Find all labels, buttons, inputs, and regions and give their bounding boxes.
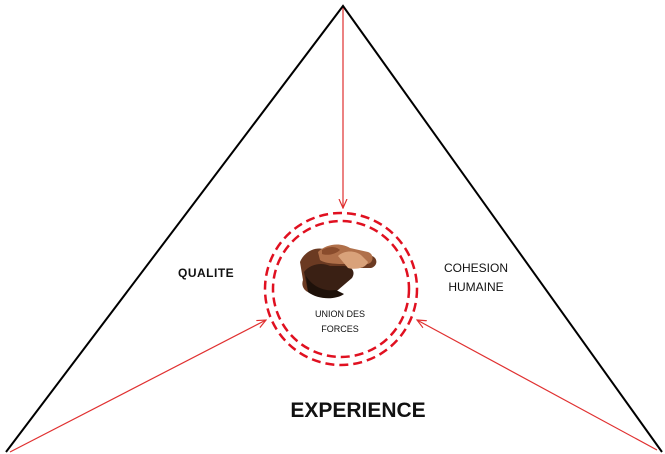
stacked-hands-image [300,244,377,299]
union-of-forces-label-line2: FORCES [321,324,359,334]
human-cohesion-label: COHESION HUMAINE [432,259,520,297]
human-cohesion-label-line2: HUMAINE [448,280,504,294]
union-of-forces-label: UNION DES FORCES [298,307,382,337]
arrow-right-to-center [417,320,658,451]
union-of-forces-label-line1: UNION DES [314,309,365,319]
arrow-left-to-center [9,320,266,453]
outer-dashed-circle [263,211,419,367]
quality-label: QUALITE [178,266,235,280]
inner-dashed-circle [271,219,411,359]
experience-label: EXPERIENCE [290,399,426,422]
triangle-outline [5,4,663,453]
human-cohesion-label-line1: COHESION [443,261,508,275]
